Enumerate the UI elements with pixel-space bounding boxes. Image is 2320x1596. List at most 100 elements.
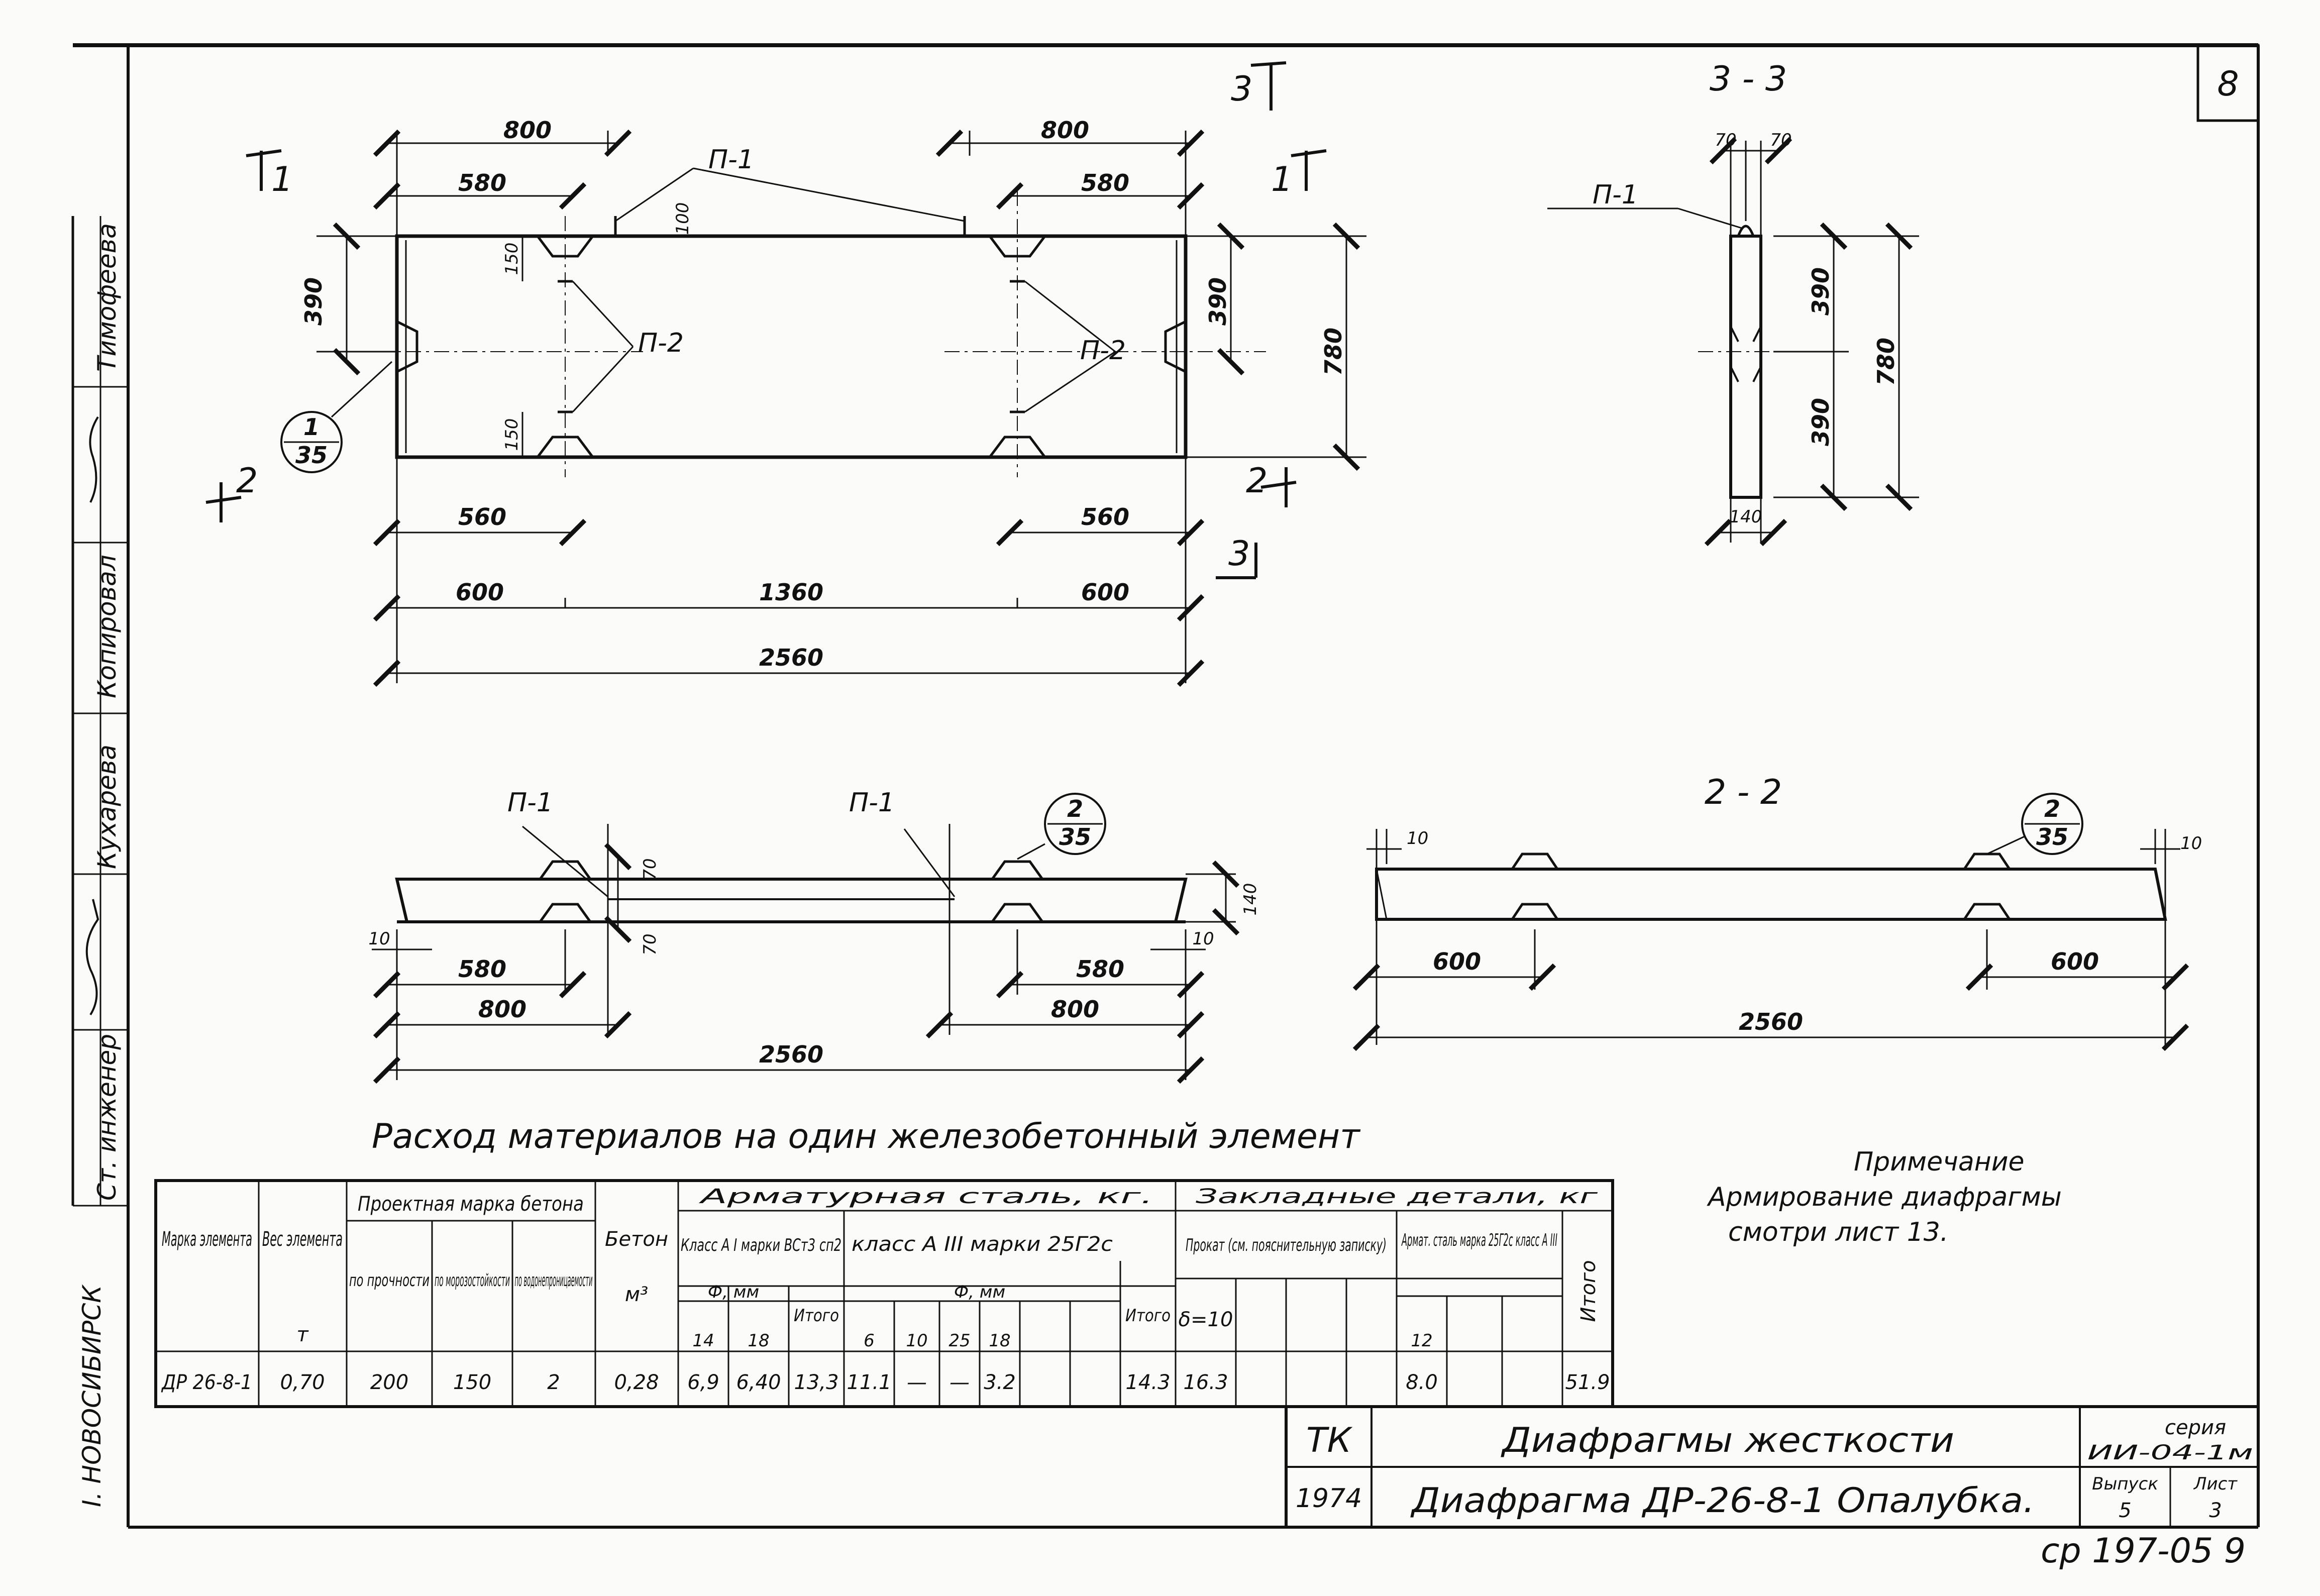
th-phi-25: 25 (948, 1331, 970, 1351)
plan-dim-800-right: 800 (1041, 117, 1089, 144)
side-strip: Тимофеева Копировал Кухарева Ст. инженер… (77, 223, 122, 1507)
th-steel: Армат. сталь марка 25Г2с класс А III (1401, 1230, 1557, 1250)
plan-dim-150-bottom: 150 (502, 418, 522, 451)
plan-dim-580-left: 580 (458, 169, 506, 196)
section-mark-1-right: 1 (1271, 160, 1293, 199)
td-a3-18: 3.2 (984, 1371, 1016, 1394)
plan-dim-600-left: 600 (456, 579, 504, 606)
plan-dim-600-right: 600 (1081, 579, 1129, 606)
top-dim-800-right: 800 (1051, 996, 1099, 1023)
plan-dim-150-top: 150 (502, 243, 522, 275)
sec22-dim-600-right: 600 (2051, 948, 2099, 975)
td-strength: 200 (370, 1371, 408, 1394)
side-name-engineer: Ст. инженер (92, 1034, 122, 1201)
th-phi-a1: Ф, мм (708, 1282, 759, 1302)
tb-series-label: серия (2165, 1416, 2226, 1439)
note-title: Примечание (1854, 1147, 2025, 1177)
top-dim-580-left: 580 (458, 955, 506, 983)
plan-labels: 800 800 580 580 560 560 600 1360 600 256… (236, 69, 1347, 671)
tb-title2: Диафрагма ДР-26-8-1 Опалубка. (1410, 1481, 2035, 1521)
td-steel-12: 8.0 (1406, 1371, 1438, 1394)
section-2-2-labels: 2 - 2 10 10 600 600 2560 2 35 (1407, 773, 2202, 1035)
section-3-3-title: 3 - 3 (1710, 59, 1787, 99)
td-a1-total: 13,3 (794, 1371, 838, 1394)
th-weight-unit: т (296, 1323, 309, 1346)
top-dim-140: 140 (1240, 883, 1260, 916)
sec22-dim-2560: 2560 (1739, 1008, 1803, 1035)
materials-table-headers: Марка элемента Вес элемента т Проектная … (162, 1185, 1600, 1351)
sec33-dim-390b: 390 (1807, 398, 1834, 446)
title-block-text: ТК 1974 Диафрагмы жесткости Диафрагма ДР… (1296, 1416, 2253, 1522)
callout-3-sheet: 35 (2036, 823, 2068, 850)
tb-year: 1974 (1296, 1483, 1362, 1514)
sec33-dim-780: 780 (1872, 338, 1900, 386)
tb-sheet-value: 3 (2209, 1499, 2222, 1522)
plan-label-p1: П-1 (708, 145, 754, 175)
section-2-2-title: 2 - 2 (1705, 773, 1782, 812)
th-total-a1: Итого (794, 1306, 839, 1326)
materials-title: Расход материалов на один железобетонный… (372, 1117, 1361, 1156)
top-dim-10-left: 10 (368, 929, 390, 949)
sec33-dim-140: 140 (1730, 507, 1762, 527)
sec33-dim-390a: 390 (1807, 267, 1834, 315)
td-a3-10: — (907, 1371, 927, 1394)
plan-label-p2-left: П-2 (638, 328, 684, 358)
tb-title1: Диафрагмы жесткости (1501, 1421, 1954, 1460)
top-view-labels: П-1 П-1 70 70 140 10 10 580 580 800 800 … (368, 788, 1260, 1068)
sec22-dim-600-left: 600 (1433, 948, 1481, 975)
th-concrete-unit: м³ (625, 1283, 648, 1306)
sec22-dim-10-right: 10 (2180, 833, 2202, 854)
td-concrete: 0,28 (614, 1371, 659, 1394)
th-phi-18: 18 (748, 1331, 769, 1351)
section-mark-1-left: 1 (271, 160, 293, 199)
th-class1: Класс А I марки ВСт3 сп2 (681, 1235, 841, 1255)
tb-org: ТК (1306, 1421, 1353, 1460)
th-phi-12: 12 (1411, 1331, 1432, 1351)
th-phi-6: 6 (864, 1331, 875, 1351)
th-rebar: Арматурная сталь, кг. (698, 1185, 1153, 1208)
note-line2: смотри лист 13. (1728, 1217, 1948, 1247)
section-mark-3-top: 3 (1231, 69, 1252, 109)
th-weight: Вес элемента (262, 1228, 343, 1251)
section-3-3-labels: 3 - 3 70 70 390 390 780 140 П-1 (1593, 59, 1900, 527)
td-frost: 150 (453, 1371, 491, 1394)
side-name-kopiroval: Копировал (92, 555, 122, 698)
top-view (372, 793, 1240, 1084)
th-phi-14: 14 (692, 1331, 714, 1351)
td-weight: 0,70 (280, 1371, 325, 1394)
section-mark-2-left: 2 (236, 461, 258, 501)
plan-dim-2560: 2560 (759, 644, 823, 671)
plan-dim-580-right: 580 (1081, 169, 1129, 196)
callout-3-num: 2 (2044, 795, 2060, 822)
callout-1-num: 1 (303, 413, 320, 441)
th-phi-10: 10 (906, 1331, 927, 1351)
callout-2-sheet: 35 (1059, 823, 1091, 850)
callout-1-sheet: 35 (295, 442, 328, 469)
plan-dim-1360: 1360 (759, 579, 823, 606)
page-number: 8 (2217, 64, 2239, 104)
td-a3-total: 14.3 (1125, 1371, 1170, 1394)
th-total-a3: Итого (1125, 1306, 1171, 1326)
th-water: по водонепроницаемости (515, 1270, 593, 1291)
td-water: 2 (547, 1371, 560, 1394)
th-class3: класс А III марки 25Г2с (852, 1233, 1113, 1256)
td-a3-6: 11.1 (847, 1371, 891, 1394)
materials-table-grid (154, 1179, 1614, 1408)
callout-2-num: 2 (1067, 795, 1083, 822)
td-a1-18: 6,40 (736, 1371, 781, 1394)
sec33-dim-70b: 70 (1770, 130, 1791, 150)
section-mark-3-bottom: 3 (1228, 534, 1250, 574)
top-dim-800-left: 800 (478, 996, 526, 1023)
archive-stamp: ср 197-05 9 (2041, 1531, 2246, 1571)
note: Примечание Армирование диафрагмы смотри … (1707, 1147, 2062, 1247)
plan-dim-780: 780 (1320, 328, 1347, 376)
sheet-frame (71, 43, 2260, 1529)
section-3-3 (1547, 137, 1919, 547)
plan-dim-390-left: 390 (300, 277, 327, 326)
top-label-p1-mid: П-1 (849, 788, 895, 818)
th-grand-total: Итого (1577, 1260, 1600, 1322)
td-grand: 51.9 (1565, 1371, 1610, 1394)
tb-issue-label: Выпуск (2092, 1474, 2158, 1494)
plan-dim-100: 100 (673, 202, 693, 235)
